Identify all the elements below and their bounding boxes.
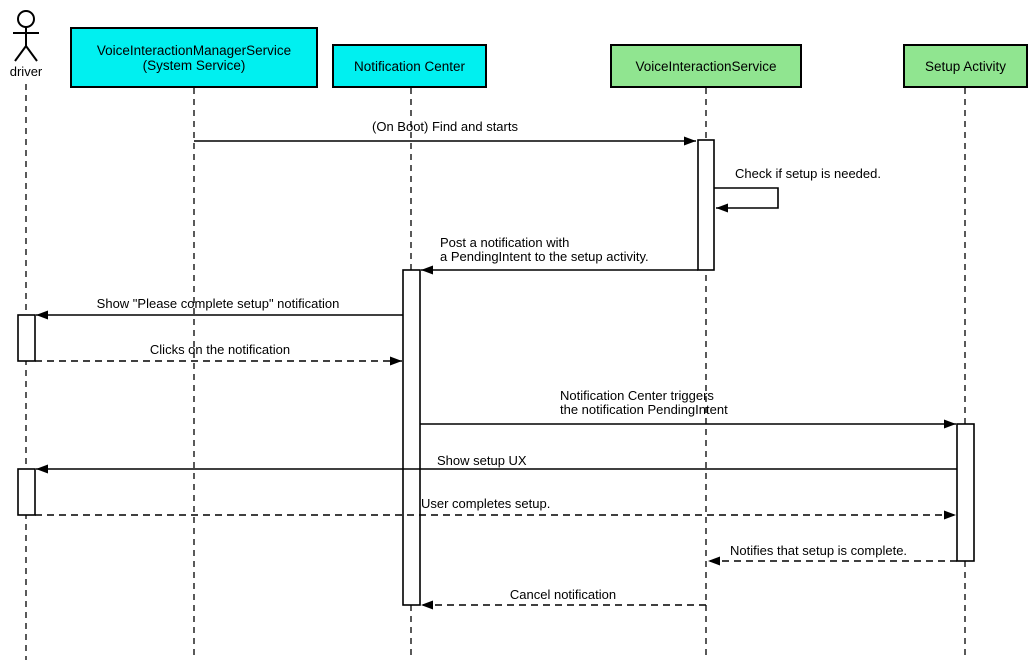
message-label-notifies-setup-complete: Notifies that setup is complete. <box>730 543 908 558</box>
activation-driver-2 <box>17 468 36 516</box>
message-label-show-complete-setup-notification: Show "Please complete setup" notificatio… <box>96 296 340 311</box>
actor-figure <box>13 10 39 62</box>
message-label-clicks-notification: Clicks on the notification <box>149 342 291 357</box>
message-label-user-completes-setup: User completes setup. <box>421 496 551 511</box>
participant-voice-interaction-manager-service: VoiceInteractionManagerService (System S… <box>70 27 318 88</box>
activation-notification-center <box>402 269 421 606</box>
message-label-cancel-notification: Cancel notification <box>509 587 617 602</box>
message-label-check-setup: Check if setup is needed. <box>735 166 881 181</box>
activation-setup-activity <box>956 423 975 562</box>
participant-notification-center: Notification Center <box>332 44 487 88</box>
participant-voice-interaction-service: VoiceInteractionService <box>610 44 802 88</box>
message-label-find-and-starts: (On Boot) Find and starts <box>372 119 518 134</box>
actor-label: driver <box>9 64 43 79</box>
message-label-triggers-pendingintent: Notification Center triggers the notific… <box>560 388 728 417</box>
activation-driver-1 <box>17 314 36 362</box>
message-label-post-notification: Post a notification with a PendingIntent… <box>440 235 649 264</box>
message-arrow-check-setup-self <box>714 187 779 213</box>
participant-setup-activity: Setup Activity <box>903 44 1028 88</box>
activation-voice-interaction-service <box>697 139 715 271</box>
message-label-show-setup-ux: Show setup UX <box>437 453 527 468</box>
